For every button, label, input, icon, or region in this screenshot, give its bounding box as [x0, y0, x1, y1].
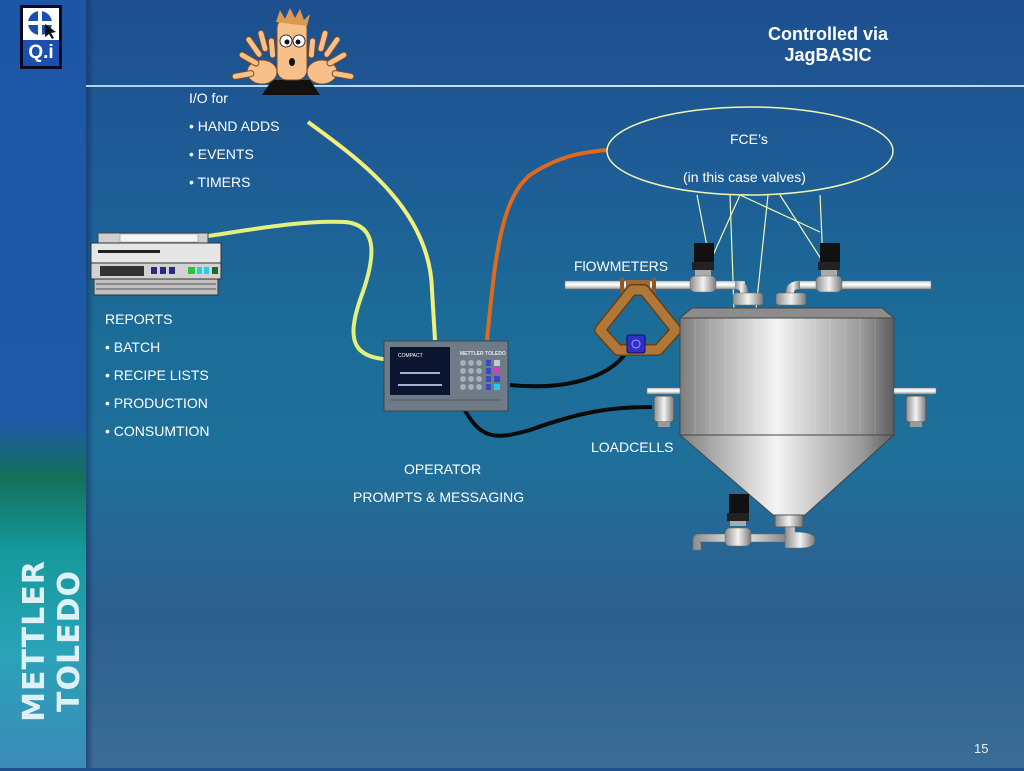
flowmeter-signal-wire: [509, 344, 634, 389]
flowmeters-label: FlOWMETERS: [574, 258, 669, 274]
io-list: I/O for • HAND ADDS • EVENTS • TIMERS: [189, 89, 279, 201]
printer-wire: [207, 219, 401, 362]
io-wire: [306, 120, 437, 341]
fce-callout-ellipse: [606, 106, 894, 196]
prompts-messaging-label: PROMPTS & MESSAGING: [353, 489, 525, 505]
reports-item: • PRODUCTION: [105, 395, 208, 411]
fce-callout-title: FCE’s: [730, 131, 768, 147]
valve-right: [815, 243, 843, 293]
reports-list: REPORTS • BATCH • RECIPE LISTS • PRODUCT…: [105, 310, 209, 450]
outlet-pipe: [692, 526, 816, 551]
terminal-model-text: COMPACT: [398, 353, 423, 359]
reports-item: • RECIPE LISTS: [105, 367, 209, 383]
io-item: • TIMERS: [189, 174, 251, 190]
fce-callout-subtitle: (in this case valves): [683, 169, 806, 185]
brand-sidebar: [0, 0, 86, 768]
printer-icon: [90, 232, 222, 296]
page-number: 15: [974, 741, 989, 756]
reports-item: • CONSUMTION: [105, 423, 210, 439]
flowmeter-device: [594, 277, 682, 356]
qi-logo: Q.i: [20, 5, 62, 69]
io-item: • EVENTS: [189, 146, 254, 162]
valve-outlet: [724, 494, 752, 547]
title-line-2: JagBASIC: [784, 45, 872, 65]
io-heading: I/O for: [189, 90, 228, 106]
slide-title: Controlled via JagBASIC: [728, 24, 928, 66]
reports-heading: REPORTS: [105, 311, 173, 327]
inlet-pipe-right: [775, 280, 932, 306]
terminal-brand-text: METTLER TOLEDO: [460, 351, 506, 357]
logo-text: Q.i: [23, 40, 59, 66]
title-line-1: Controlled via: [767, 24, 888, 44]
header-divider: [86, 85, 1024, 87]
loadcell-right: [893, 387, 937, 427]
fce-wire: [485, 148, 608, 341]
reports-item: • BATCH: [105, 339, 161, 355]
io-item: • HAND ADDS: [189, 118, 280, 134]
loadcell-signal-wire: [460, 404, 653, 438]
logo-globe-icon: [23, 8, 59, 42]
operator-label: OPERATOR: [404, 461, 482, 477]
loadcells-label: LOADCELLS: [591, 439, 674, 455]
sidebar-shadow: [86, 0, 94, 768]
compact-terminal-device: COMPACT METTLER TOLEDO: [383, 340, 509, 412]
valve-left: [689, 243, 717, 293]
mixing-tank: [678, 307, 896, 528]
loadcell-left: [646, 387, 681, 427]
surprised-character-illustration: [231, 8, 355, 95]
